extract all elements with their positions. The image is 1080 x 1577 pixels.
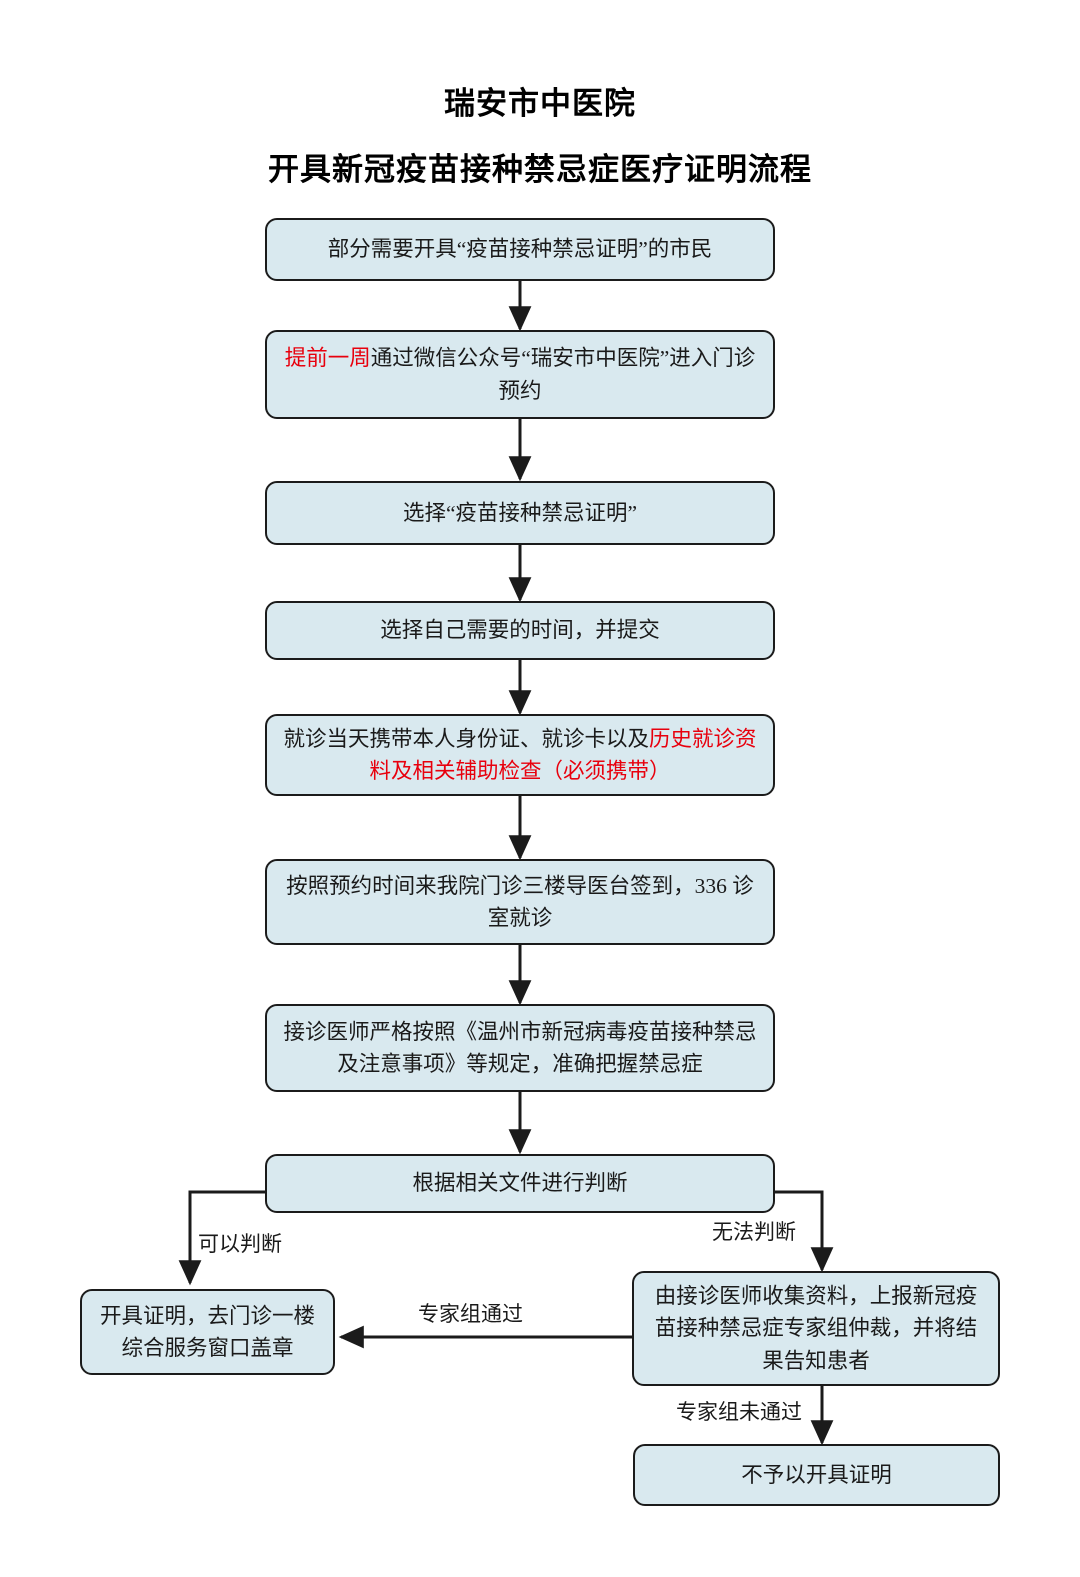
flow-node-bring-documents-black: 就诊当天携带本人身份证、就诊卡以及	[283, 726, 649, 751]
flow-node-citizens-label: 部分需要开具“疫苗接种禁忌证明”的市民	[327, 237, 713, 262]
edge-label-cannot-judge: 无法判断	[712, 1220, 796, 1244]
flow-node-citizens: 部分需要开具“疫苗接种禁忌证明”的市民	[265, 218, 775, 281]
page-title-process: 开具新冠疫苗接种禁忌症医疗证明流程	[268, 152, 812, 187]
flow-node-no-certificate-label: 不予以开具证明	[741, 1462, 892, 1487]
flow-node-appointment: 提前一周通过微信公众号“瑞安市中医院”进入门诊预约	[265, 330, 775, 419]
flow-node-appointment-rest: 通过微信公众号“瑞安市中医院”进入门诊预约	[370, 346, 756, 403]
edge-label-panel-rejected: 专家组未通过	[676, 1400, 802, 1424]
flow-node-doctor-regulations-label: 接诊医师严格按照《温州市新冠病毒疫苗接种禁忌及注意事项》等规定，准确把握禁忌症	[283, 1019, 757, 1076]
flow-node-checkin-label: 按照预约时间来我院门诊三楼导医台签到，336 诊室就诊	[286, 873, 754, 930]
flow-node-bring-documents: 就诊当天携带本人身份证、就诊卡以及历史就诊资料及相关辅助检查（必须携带）	[265, 714, 775, 796]
flow-node-decision-judge-label: 根据相关文件进行判断	[412, 1171, 628, 1196]
flow-node-appointment-label: 提前一周通过微信公众号“瑞安市中医院”进入门诊预约	[281, 342, 759, 407]
flow-node-doctor-regulations: 接诊医师严格按照《温州市新冠病毒疫苗接种禁忌及注意事项》等规定，准确把握禁忌症	[265, 1004, 775, 1092]
flow-node-bring-documents-label: 就诊当天携带本人身份证、就诊卡以及历史就诊资料及相关辅助检查（必须携带）	[281, 723, 759, 788]
highlight-text-one-week: 提前一周	[284, 346, 371, 371]
flow-node-expert-panel-label: 由接诊医师收集资料，上报新冠疫苗接种禁忌症专家组仲裁，并将结果告知患者	[654, 1284, 978, 1373]
flow-node-select-time: 选择自己需要的时间，并提交	[265, 601, 775, 660]
flow-node-checkin: 按照预约时间来我院门诊三楼导医台签到，336 诊室就诊	[265, 859, 775, 945]
page-title-hospital: 瑞安市中医院	[444, 86, 636, 121]
flow-node-expert-panel: 由接诊医师收集资料，上报新冠疫苗接种禁忌症专家组仲裁，并将结果告知患者	[632, 1271, 1000, 1386]
edge-label-can-judge: 可以判断	[198, 1232, 282, 1256]
flow-node-select-certificate-label: 选择“疫苗接种禁忌证明”	[402, 500, 638, 525]
flow-node-issue-certificate-label: 开具证明，去门诊一楼综合服务窗口盖章	[99, 1303, 315, 1360]
highlight-text-history-records: 历史就诊资料及相关辅助检查（必须携带）	[369, 726, 757, 783]
flow-node-no-certificate: 不予以开具证明	[633, 1444, 1000, 1506]
edge-label-panel-approved: 专家组通过	[418, 1302, 523, 1326]
flow-node-select-time-label: 选择自己需要的时间，并提交	[380, 618, 660, 643]
flow-node-decision-judge: 根据相关文件进行判断	[265, 1154, 775, 1213]
flow-node-issue-certificate: 开具证明，去门诊一楼综合服务窗口盖章	[80, 1289, 335, 1375]
flow-node-select-certificate: 选择“疫苗接种禁忌证明”	[265, 481, 775, 545]
